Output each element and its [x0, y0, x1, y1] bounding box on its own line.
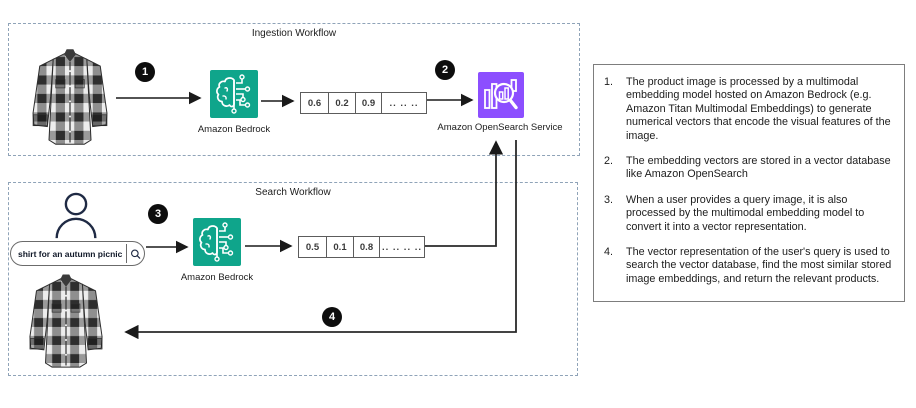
product-shirt-image [28, 46, 112, 150]
query-embedding-vector: 0.5 0.1 0.8 .. .. .. .. [298, 236, 425, 258]
vector-cell: 0.2 [329, 93, 356, 113]
bedrock-label: Amazon Bedrock [180, 272, 254, 283]
item-text: The vector representation of the user's … [626, 246, 892, 285]
list-item: 2. The embedding vectors are stored in a… [604, 155, 892, 182]
user-icon [55, 192, 97, 239]
ingestion-workflow-title: Ingestion Workflow [251, 28, 337, 39]
search-icon[interactable] [129, 244, 142, 264]
pill-divider [126, 244, 128, 263]
explanation-panel: 1. The product image is processed by a m… [593, 64, 905, 302]
step-2-badge: 2 [435, 60, 455, 80]
vector-cell: 0.6 [301, 93, 329, 113]
item-number: 3. [604, 193, 614, 206]
search-input[interactable]: shirt for an autumn picnic [10, 241, 145, 266]
step-1-badge: 1 [135, 62, 155, 82]
list-item: 1. The product image is processed by a m… [604, 76, 892, 143]
item-number: 2. [604, 155, 614, 168]
bedrock-label: Amazon Bedrock [197, 124, 271, 135]
opensearch-icon [478, 72, 524, 118]
result-shirt-image [25, 272, 107, 372]
vector-cell: 0.5 [299, 237, 327, 257]
search-query-text: shirt for an autumn picnic [18, 248, 123, 259]
list-item: 4. The vector representation of the user… [604, 246, 892, 286]
vector-cell: 0.8 [354, 237, 380, 257]
step-3-badge: 3 [148, 204, 168, 224]
explanation-list: 1. The product image is processed by a m… [604, 76, 892, 286]
item-text: The embedding vectors are stored in a ve… [626, 155, 891, 181]
item-number: 4. [604, 246, 614, 259]
item-text: The product image is processed by a mult… [626, 76, 891, 142]
item-text: When a user provides a query image, it i… [626, 193, 865, 233]
list-item: 3. When a user provides a query image, i… [604, 194, 892, 234]
opensearch-label: Amazon OpenSearch Service [437, 122, 563, 133]
bedrock-icon [193, 218, 241, 266]
ingestion-embedding-vector: 0.6 0.2 0.9 .. .. .. [300, 92, 427, 114]
vector-cell: 0.1 [327, 237, 354, 257]
item-number: 1. [604, 76, 614, 88]
step-4-badge: 4 [322, 307, 342, 327]
vector-cell: .. .. .. [389, 97, 419, 109]
bedrock-icon [210, 70, 258, 118]
vector-cell: 0.9 [356, 93, 382, 113]
vector-cell: .. .. .. .. [381, 241, 423, 253]
